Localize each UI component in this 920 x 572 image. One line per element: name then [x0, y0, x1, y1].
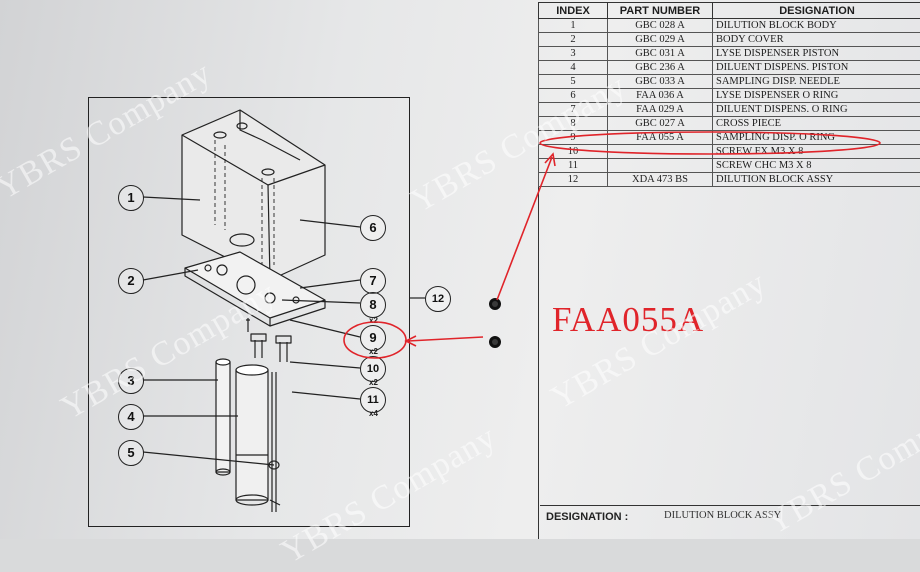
cell-index: 9: [539, 131, 608, 145]
cell-part: FAA 029 A: [608, 103, 713, 117]
cell-designation: SCREW FX M3 X 8: [713, 145, 920, 159]
cell-part: GBC 029 A: [608, 33, 713, 47]
cell-index: 8: [539, 117, 608, 131]
cell-designation: DILUENT DISPENS. PISTON: [713, 61, 920, 75]
cell-index: 7: [539, 103, 608, 117]
cell-index: 2: [539, 33, 608, 47]
designation-label: DESIGNATION :: [546, 511, 628, 523]
header-part-number: PART NUMBER: [608, 3, 713, 19]
cell-designation: CROSS PIECE: [713, 117, 920, 131]
cell-index: 3: [539, 47, 608, 61]
header-index: INDEX: [539, 3, 608, 19]
cell-designation: SAMPLING DISP. O RING: [713, 131, 920, 145]
designation-value: DILUTION BLOCK ASSY: [664, 510, 781, 521]
cell-index: 4: [539, 61, 608, 75]
callout-6: 6: [360, 215, 386, 241]
quantity-10: x2: [369, 378, 378, 387]
callout-2: 2: [118, 268, 144, 294]
o-ring-photo-2: [489, 336, 501, 348]
cell-designation: BODY COVER: [713, 33, 920, 47]
cell-designation: LYSE DISPENSER PISTON: [713, 47, 920, 61]
cell-index: 1: [539, 19, 608, 33]
callout-7: 7: [360, 268, 386, 294]
cell-part: GBC 033 A: [608, 75, 713, 89]
header-designation: DESIGNATION: [713, 3, 920, 19]
cell-designation: DILUTION BLOCK BODY: [713, 19, 920, 33]
callout-8: 8: [360, 292, 386, 318]
callout-3: 3: [118, 368, 144, 394]
callout-5: 5: [118, 440, 144, 466]
quantity-9: x2: [369, 347, 378, 356]
callout-12: 12: [425, 286, 451, 312]
document-photo: 1 2 3 4 5 6 7 8 x2 9 x2 10 x2 11 x4 12 I…: [0, 0, 920, 539]
callout-1: 1: [118, 185, 144, 211]
cell-part: GBC 028 A: [608, 19, 713, 33]
cell-part: FAA 036 A: [608, 89, 713, 103]
cell-part: XDA 473 BS: [608, 173, 713, 187]
cell-part: [608, 159, 713, 173]
cell-part: [608, 145, 713, 159]
table-row: 10 SCREW FX M3 X 8: [539, 145, 920, 159]
cell-designation: LYSE DISPENSER O RING: [713, 89, 920, 103]
cell-designation: SCREW CHC M3 X 8: [713, 159, 920, 173]
o-ring-photo-1: [489, 298, 501, 310]
designation-box: DESIGNATION : DILUTION BLOCK ASSY: [540, 505, 920, 540]
cell-designation: DILUENT DISPENS. O RING: [713, 103, 920, 117]
table-row: 11 SCREW CHC M3 X 8: [539, 159, 920, 173]
cell-designation: SAMPLING DISP. NEEDLE: [713, 75, 920, 89]
cell-index: 11: [539, 159, 608, 173]
highlight-part-number: FAA055A: [552, 300, 704, 340]
table-header-row: INDEX PART NUMBER DESIGNATION: [539, 3, 920, 19]
cell-index: 10: [539, 145, 608, 159]
cell-part: GBC 031 A: [608, 47, 713, 61]
cell-index: 12: [539, 173, 608, 187]
cell-part: GBC 027 A: [608, 117, 713, 131]
cell-index: 6: [539, 89, 608, 103]
callout-4: 4: [118, 404, 144, 430]
cell-index: 5: [539, 75, 608, 89]
cell-designation: DILUTION BLOCK ASSY: [713, 173, 920, 187]
quantity-11: x4: [369, 409, 378, 418]
cell-part: FAA 055 A: [608, 131, 713, 145]
quantity-8: x2: [369, 316, 378, 325]
cell-part: GBC 236 A: [608, 61, 713, 75]
